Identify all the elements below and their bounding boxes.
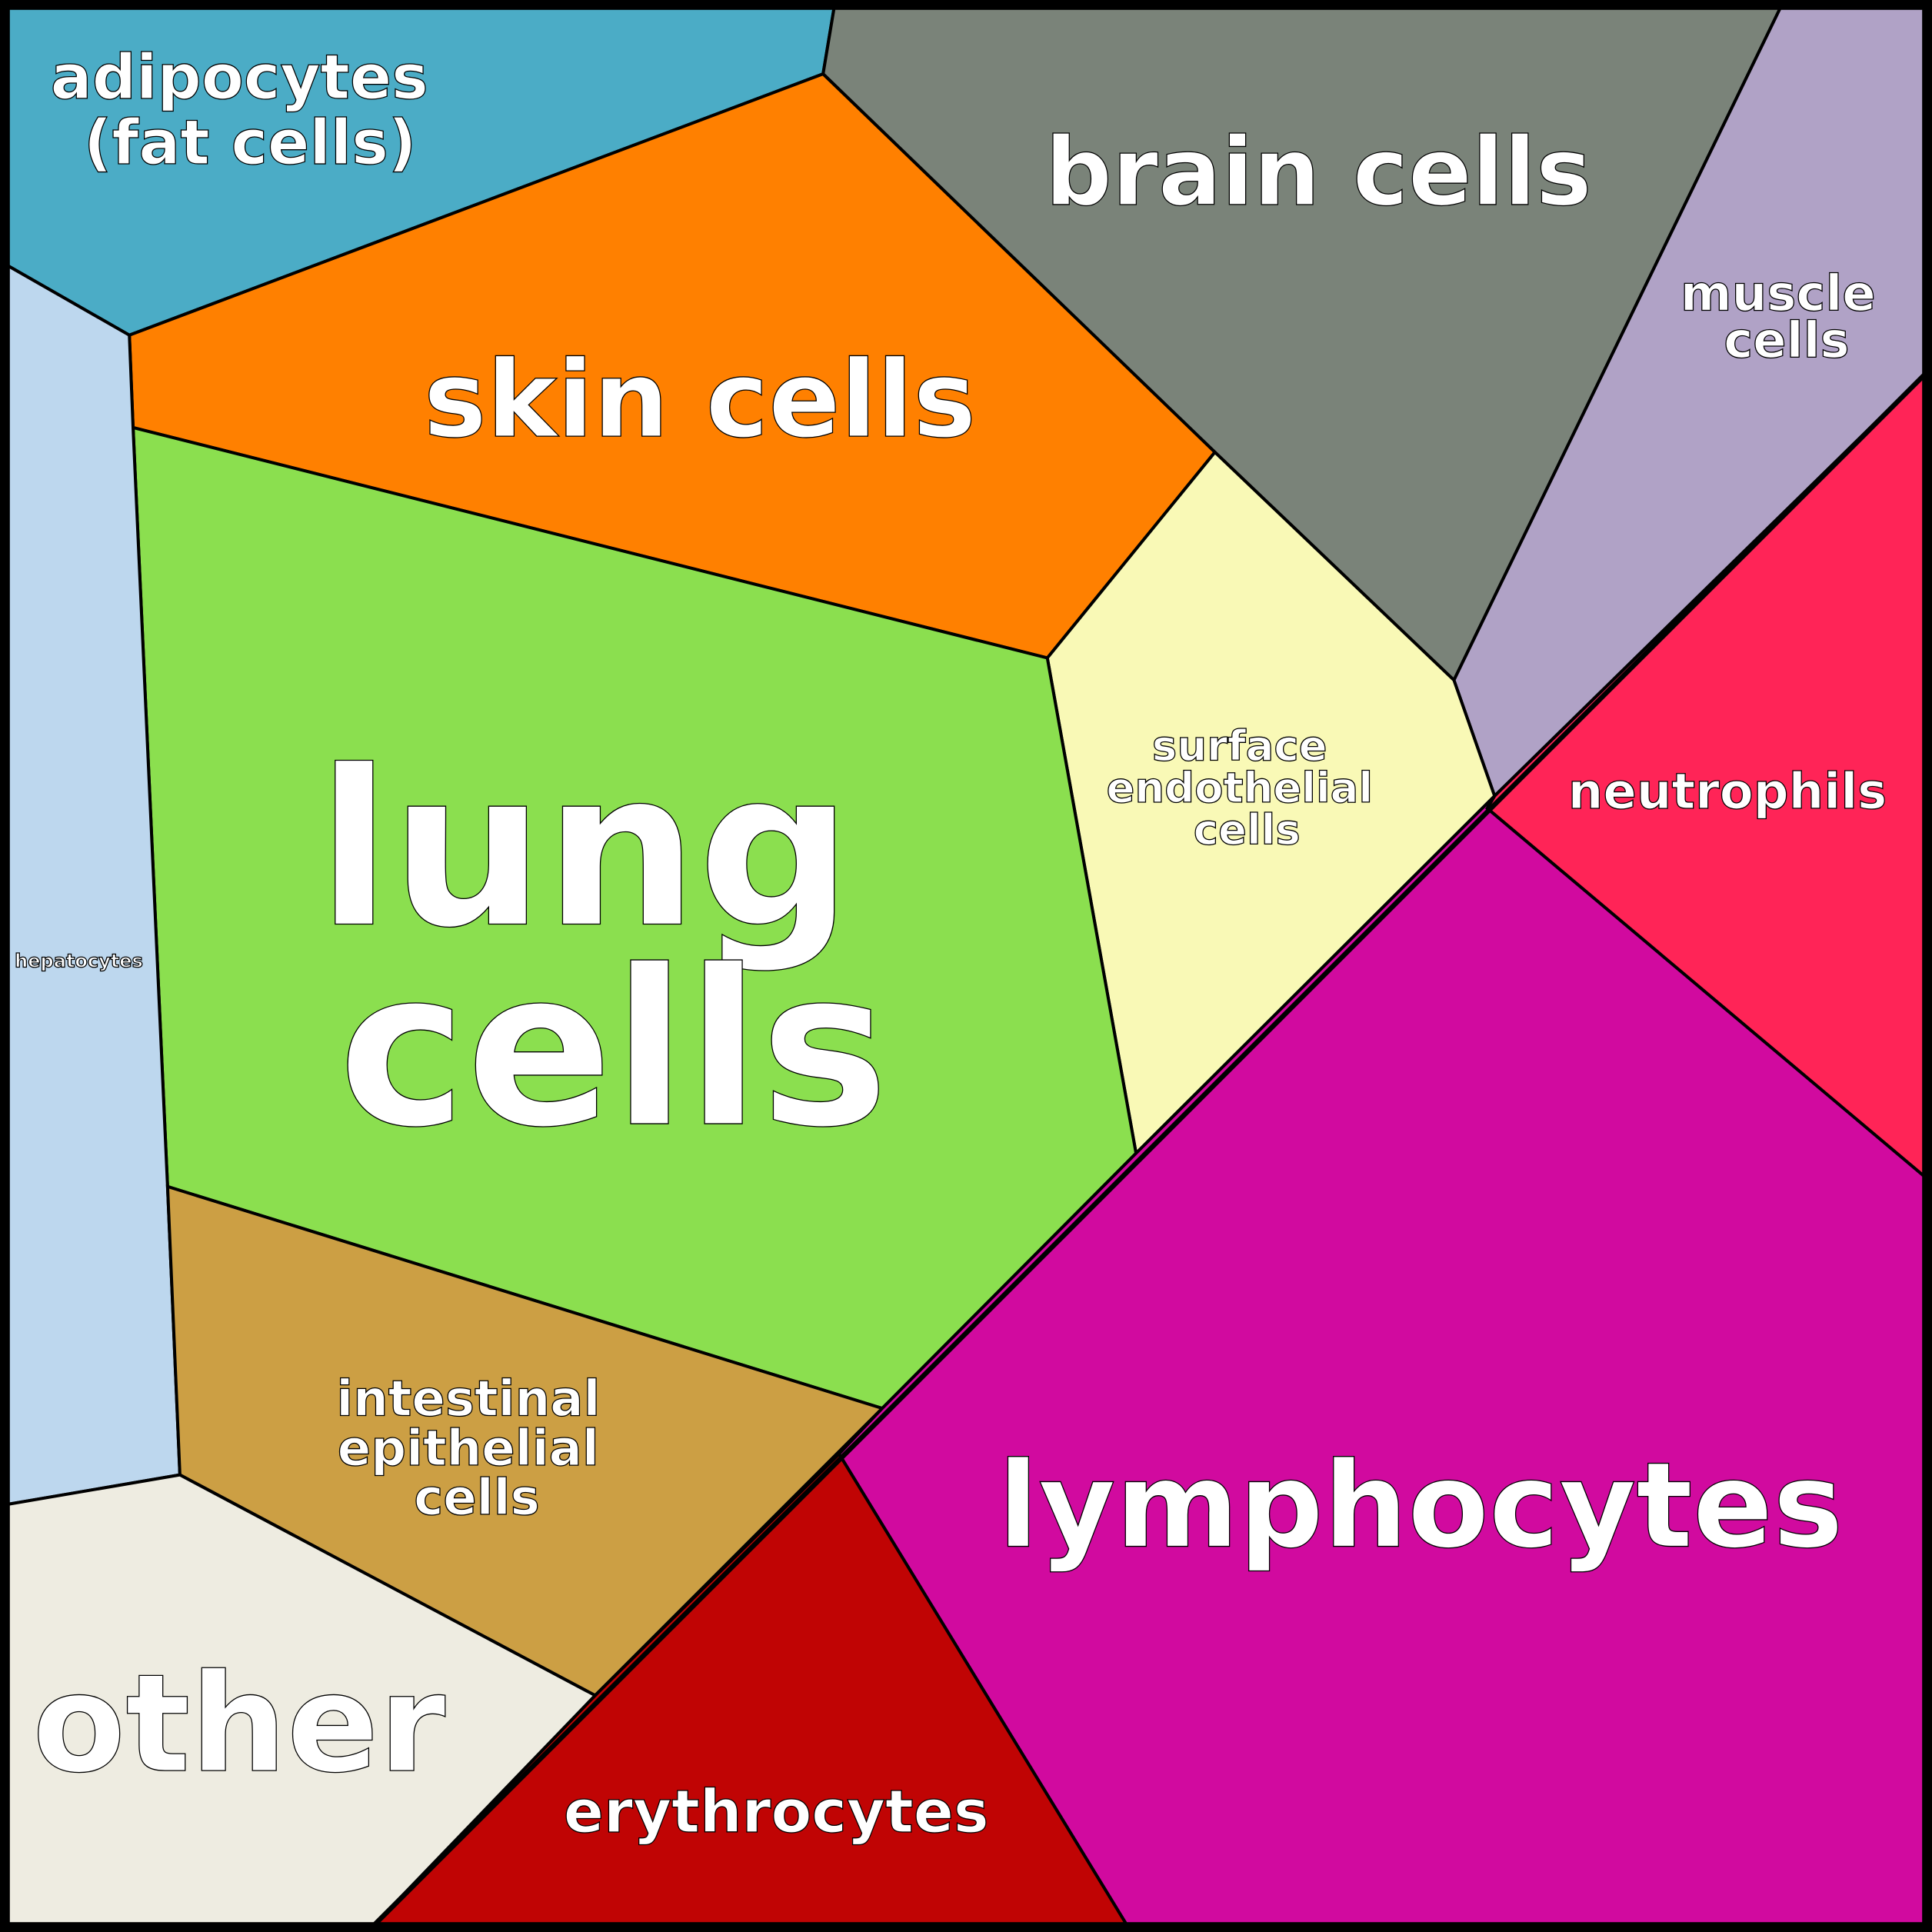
label-brain: brain cells [1045, 118, 1592, 227]
cell-other [0, 1473, 598, 1932]
label-hepatocytes: hepatocytes [15, 951, 143, 972]
diagonal-divider [365, 365, 1932, 1932]
label-intestinal: intestinal epithelial cells [336, 1371, 618, 1527]
label-lymphocytes: lymphocytes [998, 1437, 1844, 1575]
label-adipocytes: adipocytes (fat cells) [51, 42, 450, 178]
label-skin: skin cells [424, 338, 976, 461]
cell-erythrocytes [365, 1451, 1134, 1932]
label-other: other [32, 1644, 445, 1803]
label-erythrocytes: erythrocytes [564, 1778, 989, 1847]
label-endothelial: surface endothelial cells [1106, 721, 1387, 854]
label-muscle: muscle cells [1681, 266, 1893, 370]
label-lung: lung cells [317, 725, 928, 1176]
label-neutrophils: neutrophils [1568, 764, 1887, 821]
